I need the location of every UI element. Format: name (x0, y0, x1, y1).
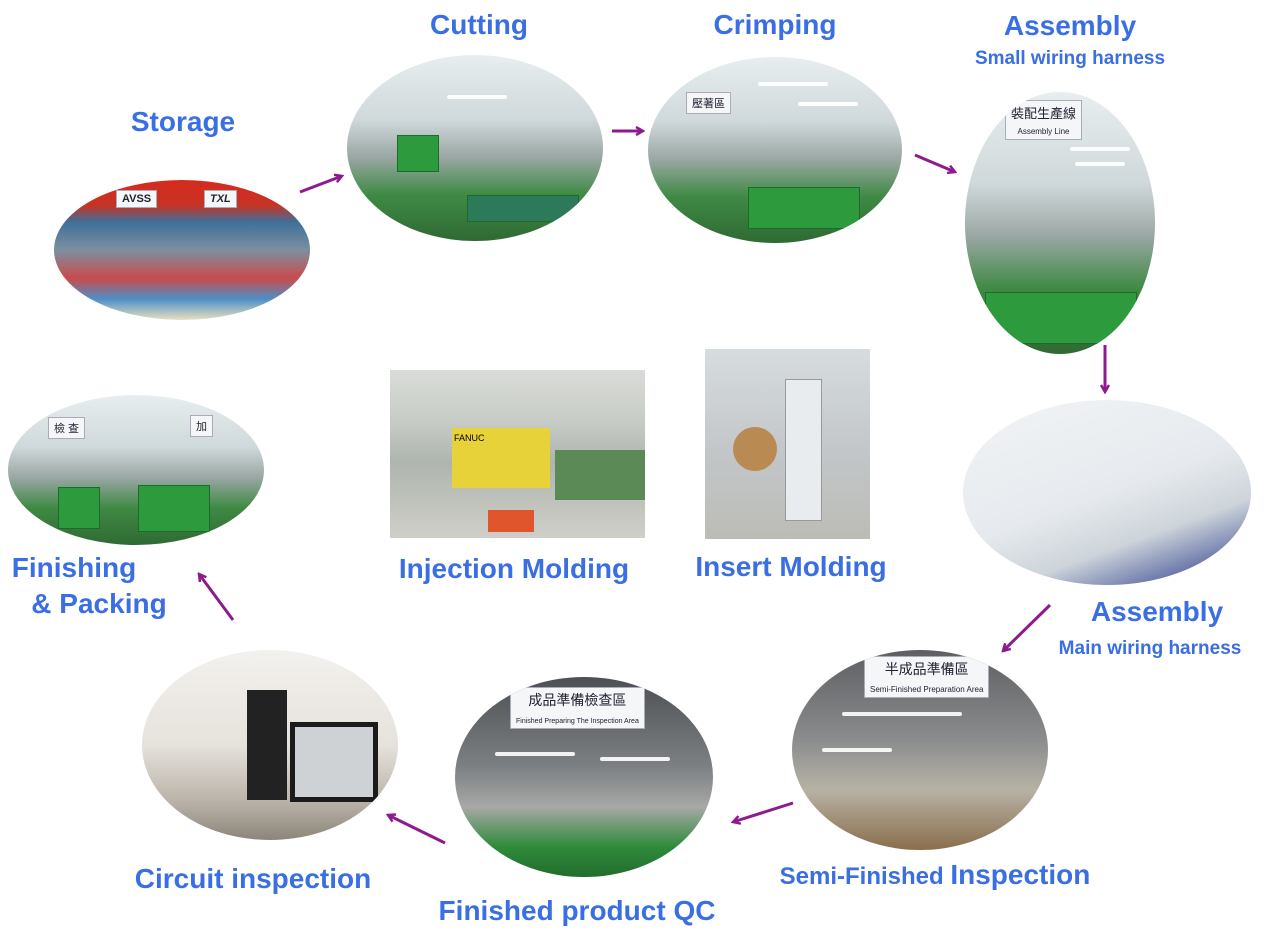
assembly-line-sign: 裝配生產線 Assembly Line (1005, 100, 1083, 140)
assembly-main-label: Assembly (1090, 596, 1224, 627)
brand-label: FANUC (454, 433, 485, 443)
packing-label: & Packing (31, 588, 167, 619)
injection-molding-label: Injection Molding (398, 553, 630, 584)
txl-sign: TXL (204, 190, 237, 208)
arrow-crimping-to-assembly (914, 153, 955, 172)
machine-body (555, 450, 645, 500)
finished-qc-sign: 成品準備檢查區 Finished Preparing The Inspection… (510, 687, 645, 729)
sign-text-en: Semi-Finished Preparation Area (870, 685, 984, 694)
storage-photo: AVSS TXL (54, 180, 310, 320)
sign-text: 裝配生產線 (1011, 106, 1077, 121)
semi-finished-sign: 半成品準備區 Semi-Finished Preparation Area (864, 656, 990, 698)
press-machine (785, 379, 822, 521)
assembly-small-photo: 裝配生產線 Assembly Line (965, 92, 1155, 354)
sign-text: 半成品準備區 (884, 661, 969, 677)
sign-text-en: Finished Preparing The Inspection Area (516, 718, 639, 725)
crimping-label: Crimping (713, 9, 837, 40)
insert-molding-photo (705, 349, 870, 539)
orange-bin (488, 510, 534, 532)
assembly-small-subtitle: Small wiring harness (974, 48, 1166, 69)
assembly-small-label: Assembly (1003, 10, 1137, 41)
circuit-inspection-photo (142, 650, 398, 840)
arrow-storage-to-cutting (299, 176, 342, 194)
inspection-text: Inspection (950, 859, 1091, 890)
finishing-label: Finishing (11, 552, 137, 583)
cutting-photo (347, 55, 603, 241)
insert-molding-label: Insert Molding (695, 551, 887, 582)
sign-text-en: Assembly Line (1017, 127, 1070, 136)
monitor (290, 722, 378, 802)
finishing-sign: 加 (190, 415, 213, 437)
circuit-inspection-label: Circuit inspection (134, 863, 372, 894)
injection-molding-photo: FANUC (390, 370, 645, 538)
storage-label: Storage (130, 106, 236, 137)
sign-text: 成品準備檢查區 (528, 692, 627, 708)
crimping-photo: 壓著區 (648, 57, 902, 243)
inspection-sign: 檢 查 (48, 417, 86, 439)
assembly-main-subtitle: Main wiring harness (1058, 638, 1242, 659)
finished-qc-label: Finished product QC (438, 895, 716, 926)
arrow-semi-finished-to-qc (733, 801, 794, 822)
crimping-sign: 壓著區 (686, 92, 731, 114)
arrow-assembly-to-semi-finished (1003, 603, 1052, 651)
assembly-main-photo (963, 400, 1251, 585)
arrow-qc-to-circuit (388, 815, 446, 845)
semi-finished-label: Semi-Finished Inspection (780, 861, 1091, 889)
fanuc-machine: FANUC (452, 428, 550, 488)
arrow-circuit-to-finishing (199, 574, 235, 621)
avss-sign: AVSS (116, 190, 158, 208)
tester (247, 690, 287, 800)
semi-finished-text: Semi-Finished (779, 863, 944, 890)
finishing-photo: 檢 查 加 (8, 395, 264, 545)
semi-finished-photo: 半成品準備區 Semi-Finished Preparation Area (792, 650, 1048, 850)
wire-reel (733, 427, 777, 471)
cutting-label: Cutting (430, 9, 528, 40)
finished-qc-photo: 成品準備檢查區 Finished Preparing The Inspection… (455, 677, 713, 877)
